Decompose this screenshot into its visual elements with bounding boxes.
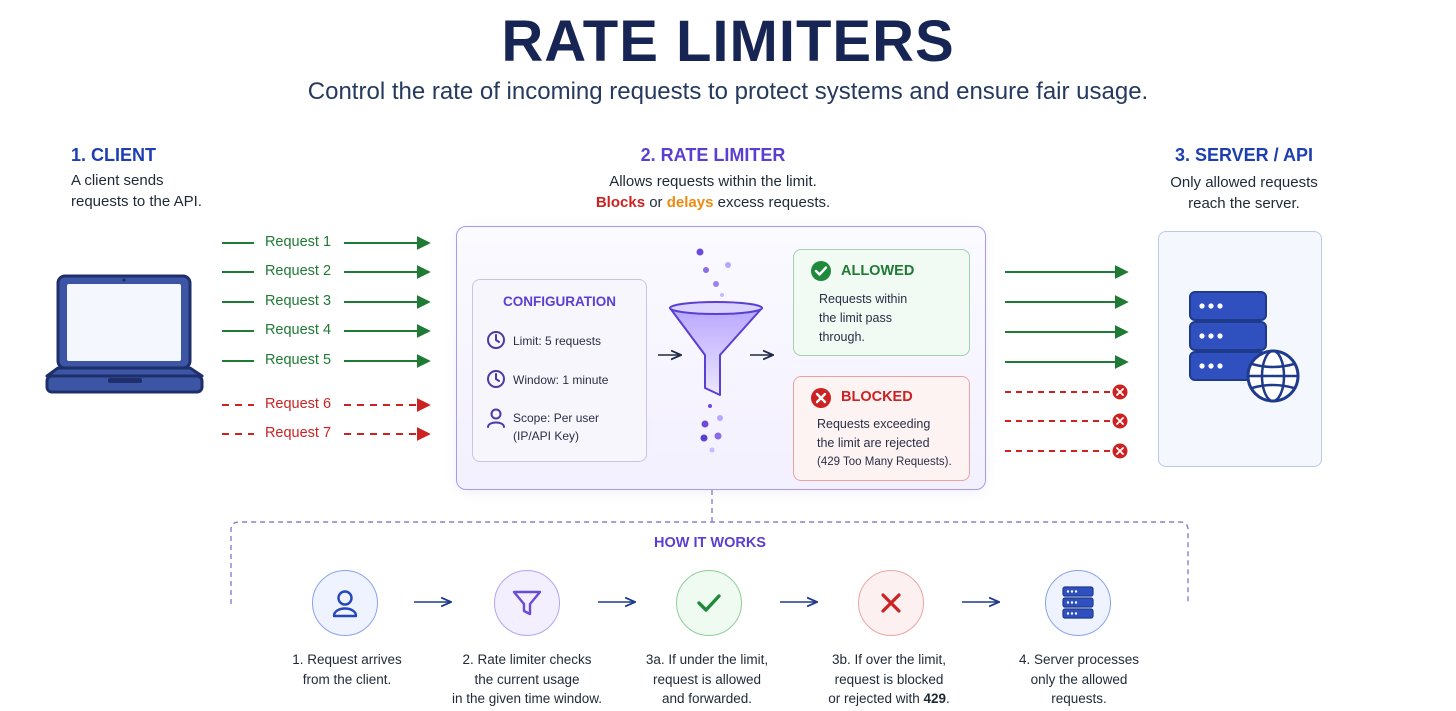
request-arrows <box>222 236 431 441</box>
client-description: A client sends requests to the API. <box>71 170 202 212</box>
page-title: RATE LIMITERS <box>501 9 955 74</box>
blocks-word: Blocks <box>595 194 646 211</box>
status-code: 429 <box>923 691 947 706</box>
allowed-desc-line: the limit pass <box>819 311 892 325</box>
config-window: Window: 1 minute <box>513 373 609 387</box>
globe-icon <box>1246 349 1300 403</box>
blocked-desc-line: the limit are rejected <box>817 436 930 450</box>
limiter-description: Allows requests within the limit. Blocks… <box>520 171 906 213</box>
clock-icon <box>487 331 505 349</box>
blocked-desc-line: (429 Too Many Requests). <box>817 456 952 468</box>
step-description: 3b. If over the limit, request is blocke… <box>794 650 984 709</box>
step-line: 2. Rate limiter checks <box>462 652 592 667</box>
request-label: Request 6 <box>264 396 332 412</box>
client-heading: 1. CLIENT <box>71 145 157 165</box>
request-label: Request 4 <box>264 322 332 338</box>
how-it-works-title: HOW IT WORKS <box>654 535 766 551</box>
step-line: or rejected with 429. <box>794 689 984 709</box>
server-heading: 3. SERVER / API <box>1174 145 1314 165</box>
step-arrows <box>414 592 1010 612</box>
excess-text: excess requests. <box>713 194 831 211</box>
step-circle <box>312 570 378 636</box>
server-desc-line: Only allowed requests <box>1170 174 1318 191</box>
or-word: or <box>645 194 667 211</box>
step-line-end: . <box>946 691 950 706</box>
request-label: Request 3 <box>264 293 332 309</box>
allowed-description: Requests within the limit pass through. <box>819 290 907 347</box>
request-label: Request 2 <box>264 263 332 279</box>
user-icon <box>487 408 505 428</box>
step-line: 3a. If under the limit, <box>645 652 769 667</box>
x-circle-icon <box>811 388 831 408</box>
step-line: only the allowed <box>1030 671 1128 687</box>
allowed-desc-line: through. <box>819 330 865 344</box>
configuration-title: CONFIGURATION <box>503 294 616 309</box>
step-line: the current usage <box>474 671 580 687</box>
how-it-works-frame <box>230 490 1189 604</box>
config-limit: Limit: 5 requests <box>513 334 602 348</box>
client-desc-line: A client sends <box>71 172 164 189</box>
page-subtitle: Control the rate of incoming requests to… <box>307 78 1149 105</box>
step-line-text: or rejected with <box>828 691 924 706</box>
funnel-icon <box>512 590 542 616</box>
step-circle <box>494 570 560 636</box>
allowed-title: ALLOWED <box>841 263 915 279</box>
check-icon <box>697 594 721 612</box>
check-circle-icon <box>811 261 831 281</box>
x-icon <box>881 593 901 613</box>
rejected-x-icons <box>1112 384 1128 459</box>
step-line: request is blocked <box>834 671 944 687</box>
particles-bottom <box>700 404 723 453</box>
config-scope-line: Scope: Per user <box>513 411 600 425</box>
blocked-desc-line: Requests exceeding <box>817 417 931 431</box>
server-desc-line: reach the server. <box>1188 195 1300 212</box>
step-line: request is allowed <box>652 671 762 687</box>
step-line: 4. Server processes <box>1018 652 1140 667</box>
step-line: in the given time window. <box>451 691 603 706</box>
blocked-description: Requests exceeding the limit are rejecte… <box>817 415 952 472</box>
blocked-title: BLOCKED <box>841 389 913 405</box>
step-line: from the client. <box>302 671 392 687</box>
limiter-desc-line: Allows requests within the limit. <box>609 173 817 190</box>
step-description: 4. Server processes only the allowed req… <box>984 650 1174 709</box>
allowed-desc-line: Requests within <box>819 292 908 306</box>
limiter-desc-line: Blocks or delays excess requests. <box>520 192 906 213</box>
server-icon <box>1062 586 1094 619</box>
step-line: requests. <box>1051 691 1107 706</box>
server-arrows <box>1005 265 1129 459</box>
funnel-graphic <box>658 248 790 453</box>
request-label: Request 5 <box>264 352 332 368</box>
step-line: 3b. If over the limit, <box>831 652 947 667</box>
step-circle <box>858 570 924 636</box>
laptop-icon <box>45 274 204 394</box>
limiter-heading: 2. RATE LIMITER <box>640 145 786 165</box>
user-icon <box>332 590 358 618</box>
config-scope: Scope: Per user (IP/API Key) <box>513 409 599 445</box>
step-line: 1. Request arrives <box>292 652 402 667</box>
delays-word: delays <box>666 194 714 211</box>
clock-icon <box>487 370 505 388</box>
step-description: 2. Rate limiter checks the current usage… <box>432 650 622 709</box>
config-scope-line: (IP/API Key) <box>513 429 580 443</box>
step-circle <box>676 570 742 636</box>
particles-top <box>696 248 731 297</box>
step-description: 1. Request arrives from the client. <box>252 650 442 689</box>
request-label: Request 1 <box>264 234 332 250</box>
step-description: 3a. If under the limit, request is allow… <box>612 650 802 709</box>
server-description: Only allowed requests reach the server. <box>1130 172 1358 214</box>
step-circle <box>1045 570 1111 636</box>
client-desc-line: requests to the API. <box>71 193 202 210</box>
server-icon <box>1189 291 1300 403</box>
request-label: Request 7 <box>264 425 332 441</box>
step-line: and forwarded. <box>661 691 753 706</box>
configuration-card <box>472 279 647 462</box>
